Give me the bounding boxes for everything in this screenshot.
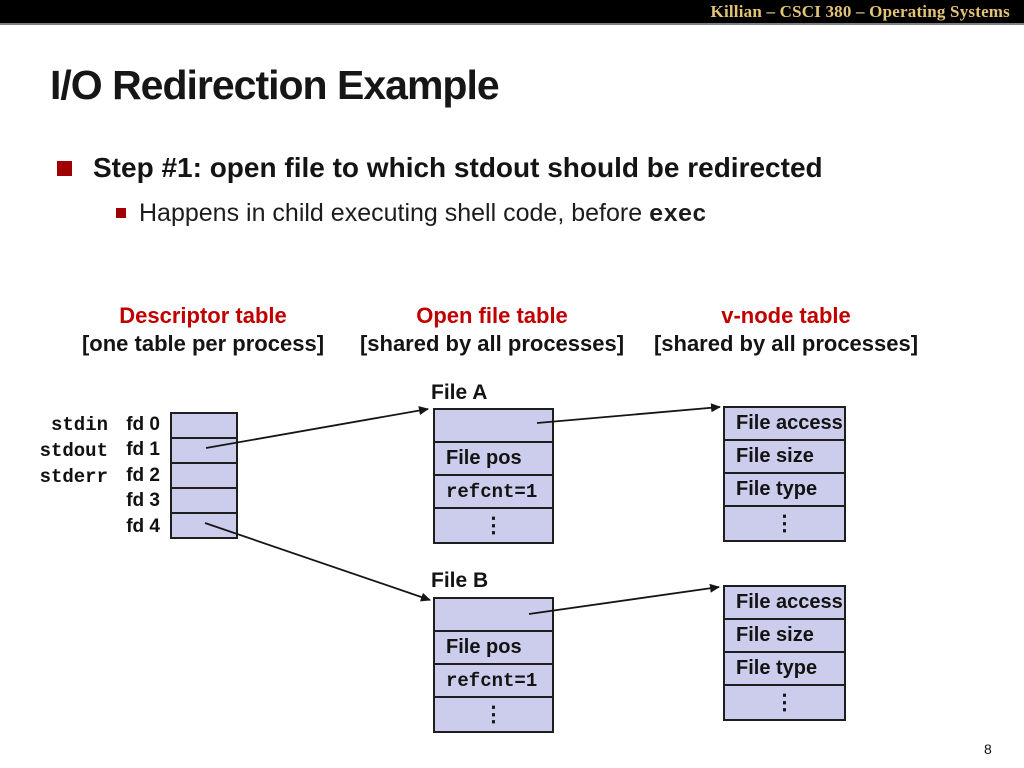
stderr-label: stderr (39, 466, 108, 488)
vnode-b-access-cell: File access (725, 587, 844, 620)
fd3-label: fd 3 (126, 490, 160, 512)
arrow-file-a-to-vnode-a (536, 403, 721, 424)
vnode-b-size-cell: File size (725, 620, 844, 653)
file-b-pointer-cell (435, 599, 552, 632)
stdout-label: stdout (39, 440, 108, 462)
page-number: 8 (984, 741, 992, 757)
open-file-table-heading-title: Open file table (416, 303, 568, 328)
course-label: Killian – CSCI 380 – Operating Systems (710, 1, 1010, 21)
stdin-label: stdin (50, 414, 108, 436)
descriptor-table-heading-sub: [one table per process] (81, 331, 325, 356)
bullet-step1-text: Step #1: open file to which stdout shoul… (93, 152, 823, 183)
descriptor-cell-fd4 (172, 514, 236, 537)
bullet-square-icon (57, 161, 72, 176)
vnode-table-b: File access File size File type ⋮ (723, 585, 846, 721)
open-file-table-heading: Open file table [shared by all processes… (347, 302, 637, 358)
file-b-ellipsis-cell: ⋮ (483, 703, 504, 726)
fd2-label: fd 2 (126, 464, 160, 486)
std-stream-labels: stdin stdout stderr (28, 412, 108, 490)
sub-bullet: Happens in child executing shell code, b… (116, 199, 707, 229)
fd1-label: fd 1 (126, 439, 160, 461)
arrow-fd4-to-file-b (204, 522, 431, 602)
sub-bullet-square-icon (116, 208, 126, 218)
file-a-label: File A (431, 381, 488, 404)
descriptor-table-heading: Descriptor table [one table per process] (58, 302, 348, 358)
fd-labels: fd 0 fd 1 fd 2 fd 3 fd 4 (110, 412, 160, 539)
vnode-table-heading-sub: [shared by all processes] (653, 331, 919, 356)
vnode-a-access-cell: File access (725, 408, 844, 441)
descriptor-table (170, 412, 238, 539)
sub-bullet-text: Happens in child executing shell code, b… (139, 199, 707, 229)
arrow-fd1-to-file-a (205, 406, 429, 449)
file-a-ellipsis-cell: ⋮ (483, 514, 504, 537)
file-a-refcnt-cell: refcnt=1 (435, 476, 552, 509)
file-a-pointer-cell (435, 410, 552, 443)
descriptor-cell-fd0 (172, 414, 236, 439)
vnode-table-heading: v-node table [shared by all processes] (641, 302, 931, 358)
vnode-a-type-cell: File type (725, 474, 844, 507)
descriptor-cell-fd3 (172, 489, 236, 514)
vnode-a-size-cell: File size (725, 441, 844, 474)
vnode-table-a: File access File size File type ⋮ (723, 406, 846, 542)
fd0-label: fd 0 (126, 414, 160, 435)
file-a-filepos-cell: File pos (435, 443, 552, 476)
vnode-b-type-cell: File type (725, 653, 844, 686)
fd4-label: fd 4 (126, 515, 160, 537)
header-bar: Killian – CSCI 380 – Operating Systems (0, 0, 1024, 25)
file-b-label: File B (431, 569, 489, 592)
page-title: I/O Redirection Example (50, 62, 500, 108)
descriptor-cell-fd2 (172, 464, 236, 489)
exec-code-text: exec (649, 202, 707, 229)
file-b-table: File pos refcnt=1 ⋮ (433, 597, 554, 733)
arrow-file-b-to-vnode-b (528, 583, 720, 615)
descriptor-cell-fd1 (172, 439, 236, 464)
vnode-a-ellipsis-cell: ⋮ (774, 512, 795, 535)
sub-bullet-plain-text: Happens in child executing shell code, b… (139, 199, 650, 227)
file-b-filepos-cell: File pos (435, 632, 552, 665)
vnode-b-ellipsis-cell: ⋮ (774, 691, 795, 714)
file-a-table: File pos refcnt=1 ⋮ (433, 408, 554, 544)
open-file-table-heading-sub: [shared by all processes] (359, 331, 625, 356)
descriptor-table-heading-title: Descriptor table (119, 303, 287, 328)
vnode-table-heading-title: v-node table (721, 303, 851, 328)
file-b-refcnt-cell: refcnt=1 (435, 665, 552, 698)
bullet-step1: Step #1: open file to which stdout shoul… (57, 152, 823, 184)
